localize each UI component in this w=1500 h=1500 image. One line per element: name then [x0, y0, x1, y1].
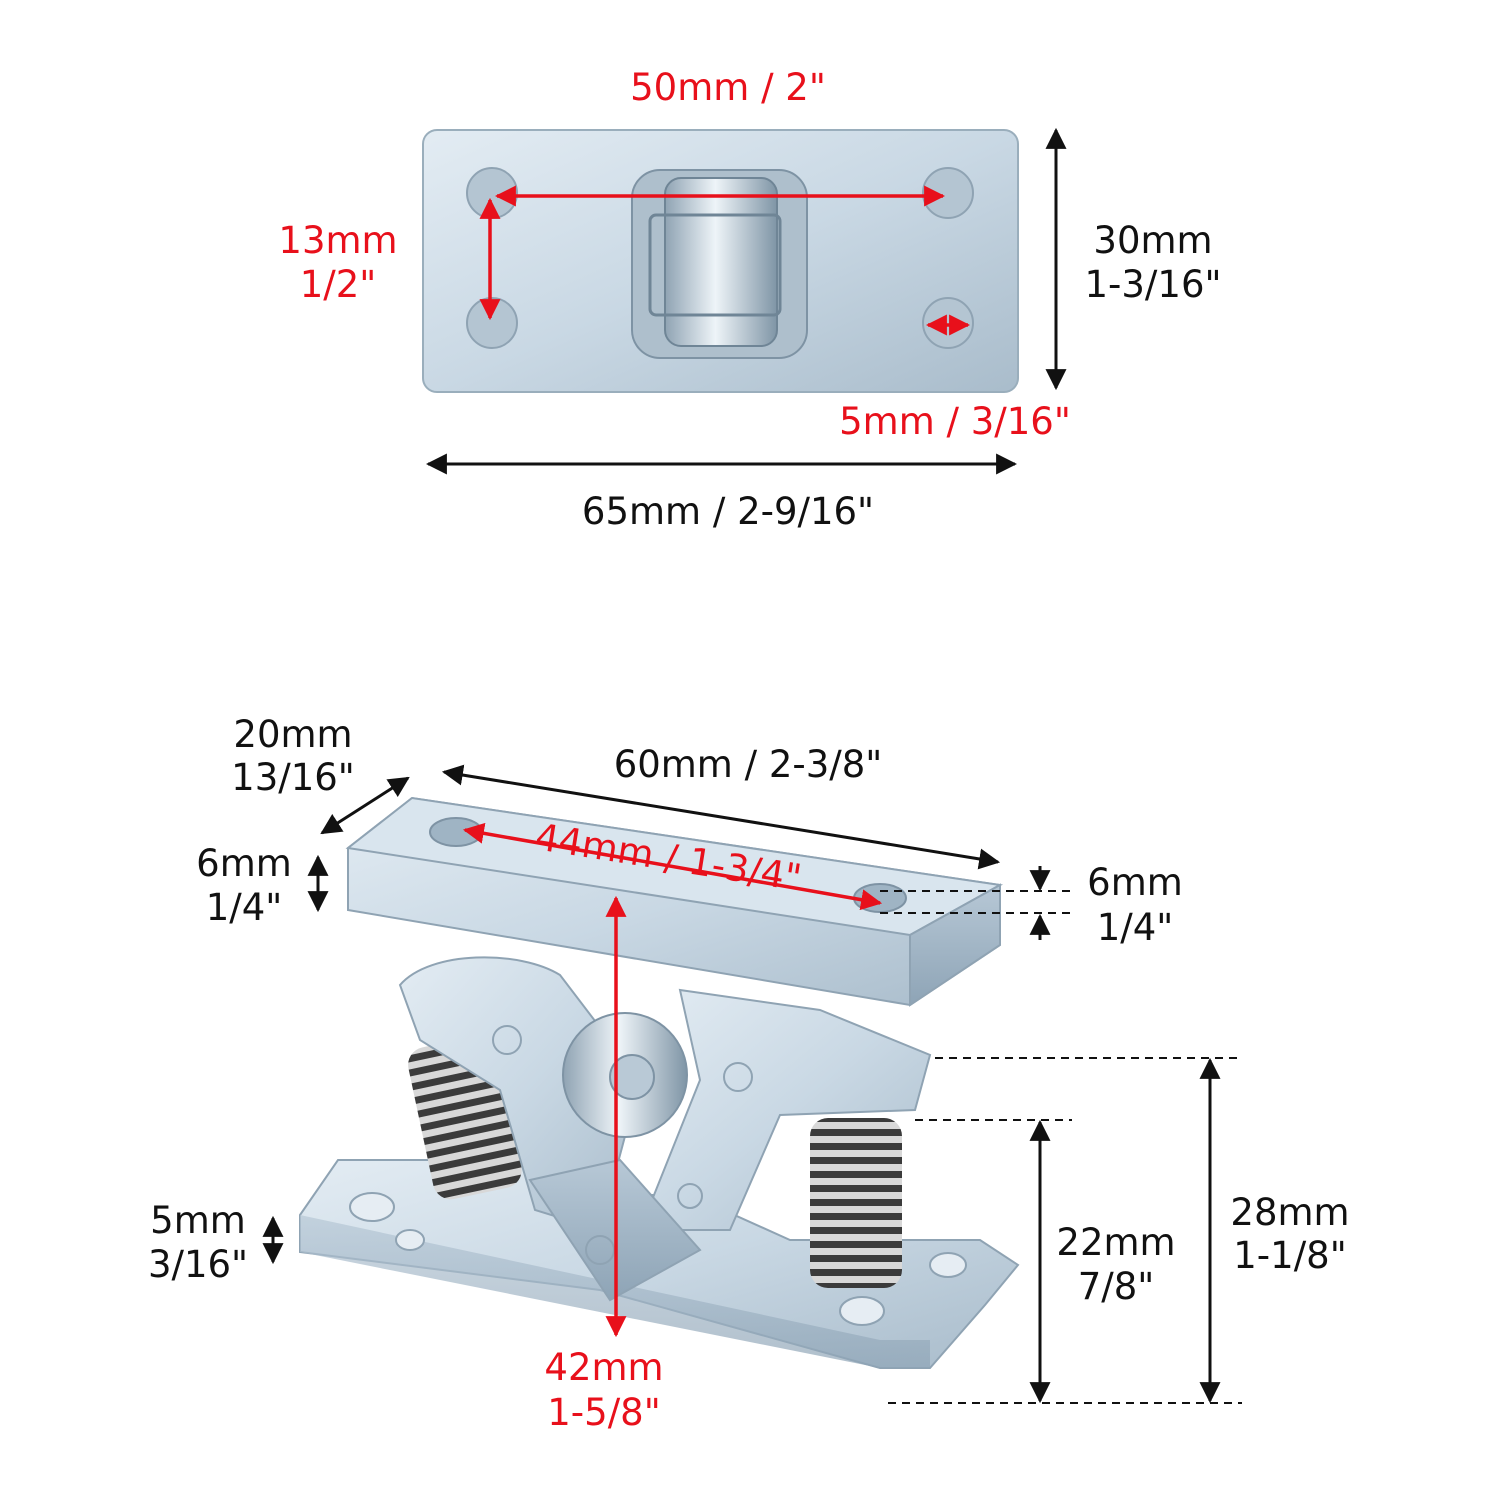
lever-height-mm-label: 28mm — [1230, 1191, 1349, 1234]
spring-height-mm-label: 22mm — [1056, 1221, 1175, 1264]
spring-height-in-label: 7/8" — [1078, 1265, 1155, 1308]
hole-offset-in-label: 1/2" — [300, 263, 377, 306]
mounting-hole — [929, 1252, 967, 1278]
base-thickness-in-label: 3/16" — [148, 1243, 248, 1286]
overall-length-label: 65mm / 2-9/16" — [582, 490, 874, 533]
overall-length-label: 60mm / 2-3/8" — [614, 743, 883, 786]
top-thickness-in-label: 1/4" — [206, 886, 283, 929]
mounting-plate-top — [422, 129, 1019, 393]
mounting-hole — [349, 1192, 395, 1222]
right-thickness-mm-label: 6mm — [1087, 861, 1183, 904]
mounting-hole — [839, 1296, 885, 1326]
depth-mm-label: 20mm — [233, 713, 352, 756]
plate-height-mm-label: 30mm — [1093, 219, 1212, 262]
hole-spacing-label: 50mm / 2" — [630, 66, 826, 109]
total-height-in-label: 1-5/8" — [547, 1391, 660, 1434]
mounting-hole — [466, 167, 518, 219]
top-view: 50mm / 2" 13mm 1/2" 30mm 1-3/16" 5mm / 3… — [278, 66, 1221, 533]
mounting-hole — [922, 297, 974, 349]
lever-mechanism — [398, 956, 932, 1302]
mounting-hole — [466, 297, 518, 349]
top-thickness-mm-label: 6mm — [196, 842, 292, 885]
spring-right — [810, 1118, 902, 1288]
total-height-mm-label: 42mm — [544, 1346, 663, 1389]
iso-view: 20mm 13/16" 60mm / 2-3/8" 44mm / 1-3/4" … — [148, 713, 1350, 1434]
depth-in-label: 13/16" — [231, 756, 355, 799]
mounting-hole — [922, 167, 974, 219]
right-thickness-in-label: 1/4" — [1097, 906, 1174, 949]
mounting-hole — [395, 1229, 425, 1251]
hinge-roller — [664, 177, 778, 347]
lever-height-in-label: 1-1/8" — [1233, 1234, 1346, 1277]
mounting-hole — [853, 883, 907, 913]
hole-offset-mm-label: 13mm — [278, 219, 397, 262]
plate-height-in-label: 1-3/16" — [1085, 263, 1222, 306]
hole-diameter-label: 5mm / 3/16" — [839, 400, 1071, 443]
base-thickness-mm-label: 5mm — [150, 1199, 246, 1242]
